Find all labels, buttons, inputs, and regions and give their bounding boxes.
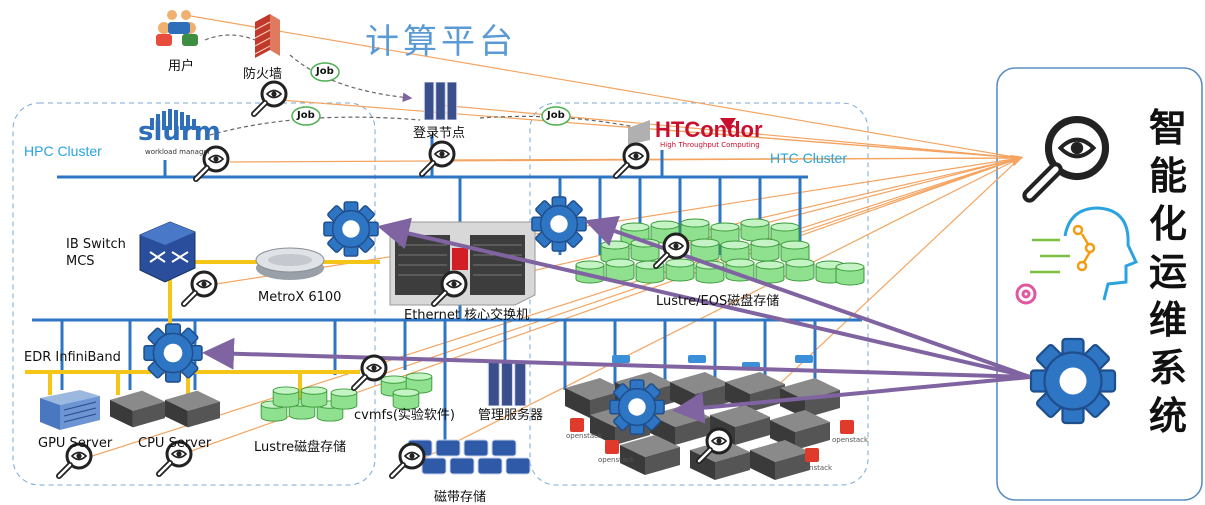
monitor-icon-tape (392, 444, 424, 476)
ops-title-char: 运 (1148, 250, 1187, 294)
ib-switch (139, 221, 196, 283)
monitor-icon-firewall (254, 82, 286, 114)
login-node-label: 登录节点 (413, 126, 466, 141)
cvmfs-label: cvmfs(实验软件) (354, 408, 455, 423)
cpu-server-label: CPU Server (138, 436, 212, 451)
ethernet-core-switch (389, 221, 536, 306)
job-label-2: Job (297, 110, 315, 121)
edr-infiniband-label: EDR InfiniBand (24, 350, 121, 365)
mcs-label: MCS (66, 254, 95, 269)
lustre-storage (260, 386, 358, 422)
firewall-label: 防火墙 (243, 67, 283, 82)
user-label: 用户 (168, 59, 195, 74)
ops-title-char: 化 (1148, 202, 1187, 246)
openstack-label-4: openstack (796, 464, 833, 472)
monitor-icon-login (422, 142, 454, 174)
mgmt-server-label: 管理服务器 (478, 408, 544, 423)
hpc-cluster-boundary (12, 102, 376, 486)
slurm-logo-text: slurm (138, 117, 221, 147)
job-bubble-3 (541, 106, 571, 126)
firewall-icon (254, 14, 280, 58)
slurm-logo (150, 109, 196, 130)
openstack-label-2: openstack (598, 456, 635, 464)
job-bubble-2 (291, 106, 321, 126)
ops-system-title: 智 能 化 运 维 系 统 (1140, 104, 1196, 440)
ib-switch-label: IB Switch (66, 237, 126, 252)
cpu-server (110, 390, 220, 428)
hpc-cluster-label: HPC Cluster (24, 143, 102, 159)
ops-title-char: 统 (1148, 394, 1187, 438)
ai-head-icon (1015, 206, 1139, 305)
tape-storage-label: 磁带存储 (434, 490, 487, 505)
gear-icon-storage (531, 196, 587, 252)
ops-title-char: 系 (1148, 346, 1187, 390)
ops-system-panel (996, 67, 1203, 501)
gear-icon-htc (609, 379, 665, 435)
tape-storage (407, 439, 531, 475)
job-label-3: Job (547, 110, 565, 121)
metrox-label: MetroX 6100 (258, 290, 342, 305)
management-server (487, 362, 527, 406)
gpu-server (40, 390, 100, 430)
htc-cluster-label: HTC Cluster (770, 150, 848, 166)
gear-icon-ops (1029, 337, 1117, 425)
job-bubble-1 (310, 62, 340, 82)
gear-icon-ib (143, 323, 203, 383)
gpu-server-label: GPU Server (38, 436, 113, 451)
users-icon (156, 10, 198, 46)
htcondor-subtitle: High Throughput Computing (660, 141, 760, 149)
lustre-storage-label: Lustre磁盘存储 (254, 440, 347, 455)
login-node (423, 82, 458, 120)
openstack-label-3: openstack (832, 436, 869, 444)
page-title: 计算平台 (365, 22, 517, 62)
slurm-subtitle: workload manager (145, 148, 211, 156)
gear-icon-ethernet (323, 201, 379, 257)
ops-title-char: 能 (1148, 154, 1187, 198)
lustre-eos-label: Lustre/EOS磁盘存储 (656, 294, 780, 309)
monitor-icon-ops (1030, 120, 1106, 196)
monitor-icon-ib (184, 272, 216, 304)
htcondor-logo-text: HTCondor (655, 117, 763, 142)
ethernet-switch-label: Ethernet 核心交换机 (404, 308, 530, 323)
htcondor-logo (628, 118, 736, 145)
job-label-1: Job (316, 66, 334, 77)
openstack-logos (570, 418, 854, 462)
ops-title-char: 智 (1148, 106, 1187, 150)
metrox-device (255, 247, 325, 280)
openstack-label-1: openstack (566, 432, 603, 440)
ops-title-char: 维 (1148, 298, 1187, 342)
